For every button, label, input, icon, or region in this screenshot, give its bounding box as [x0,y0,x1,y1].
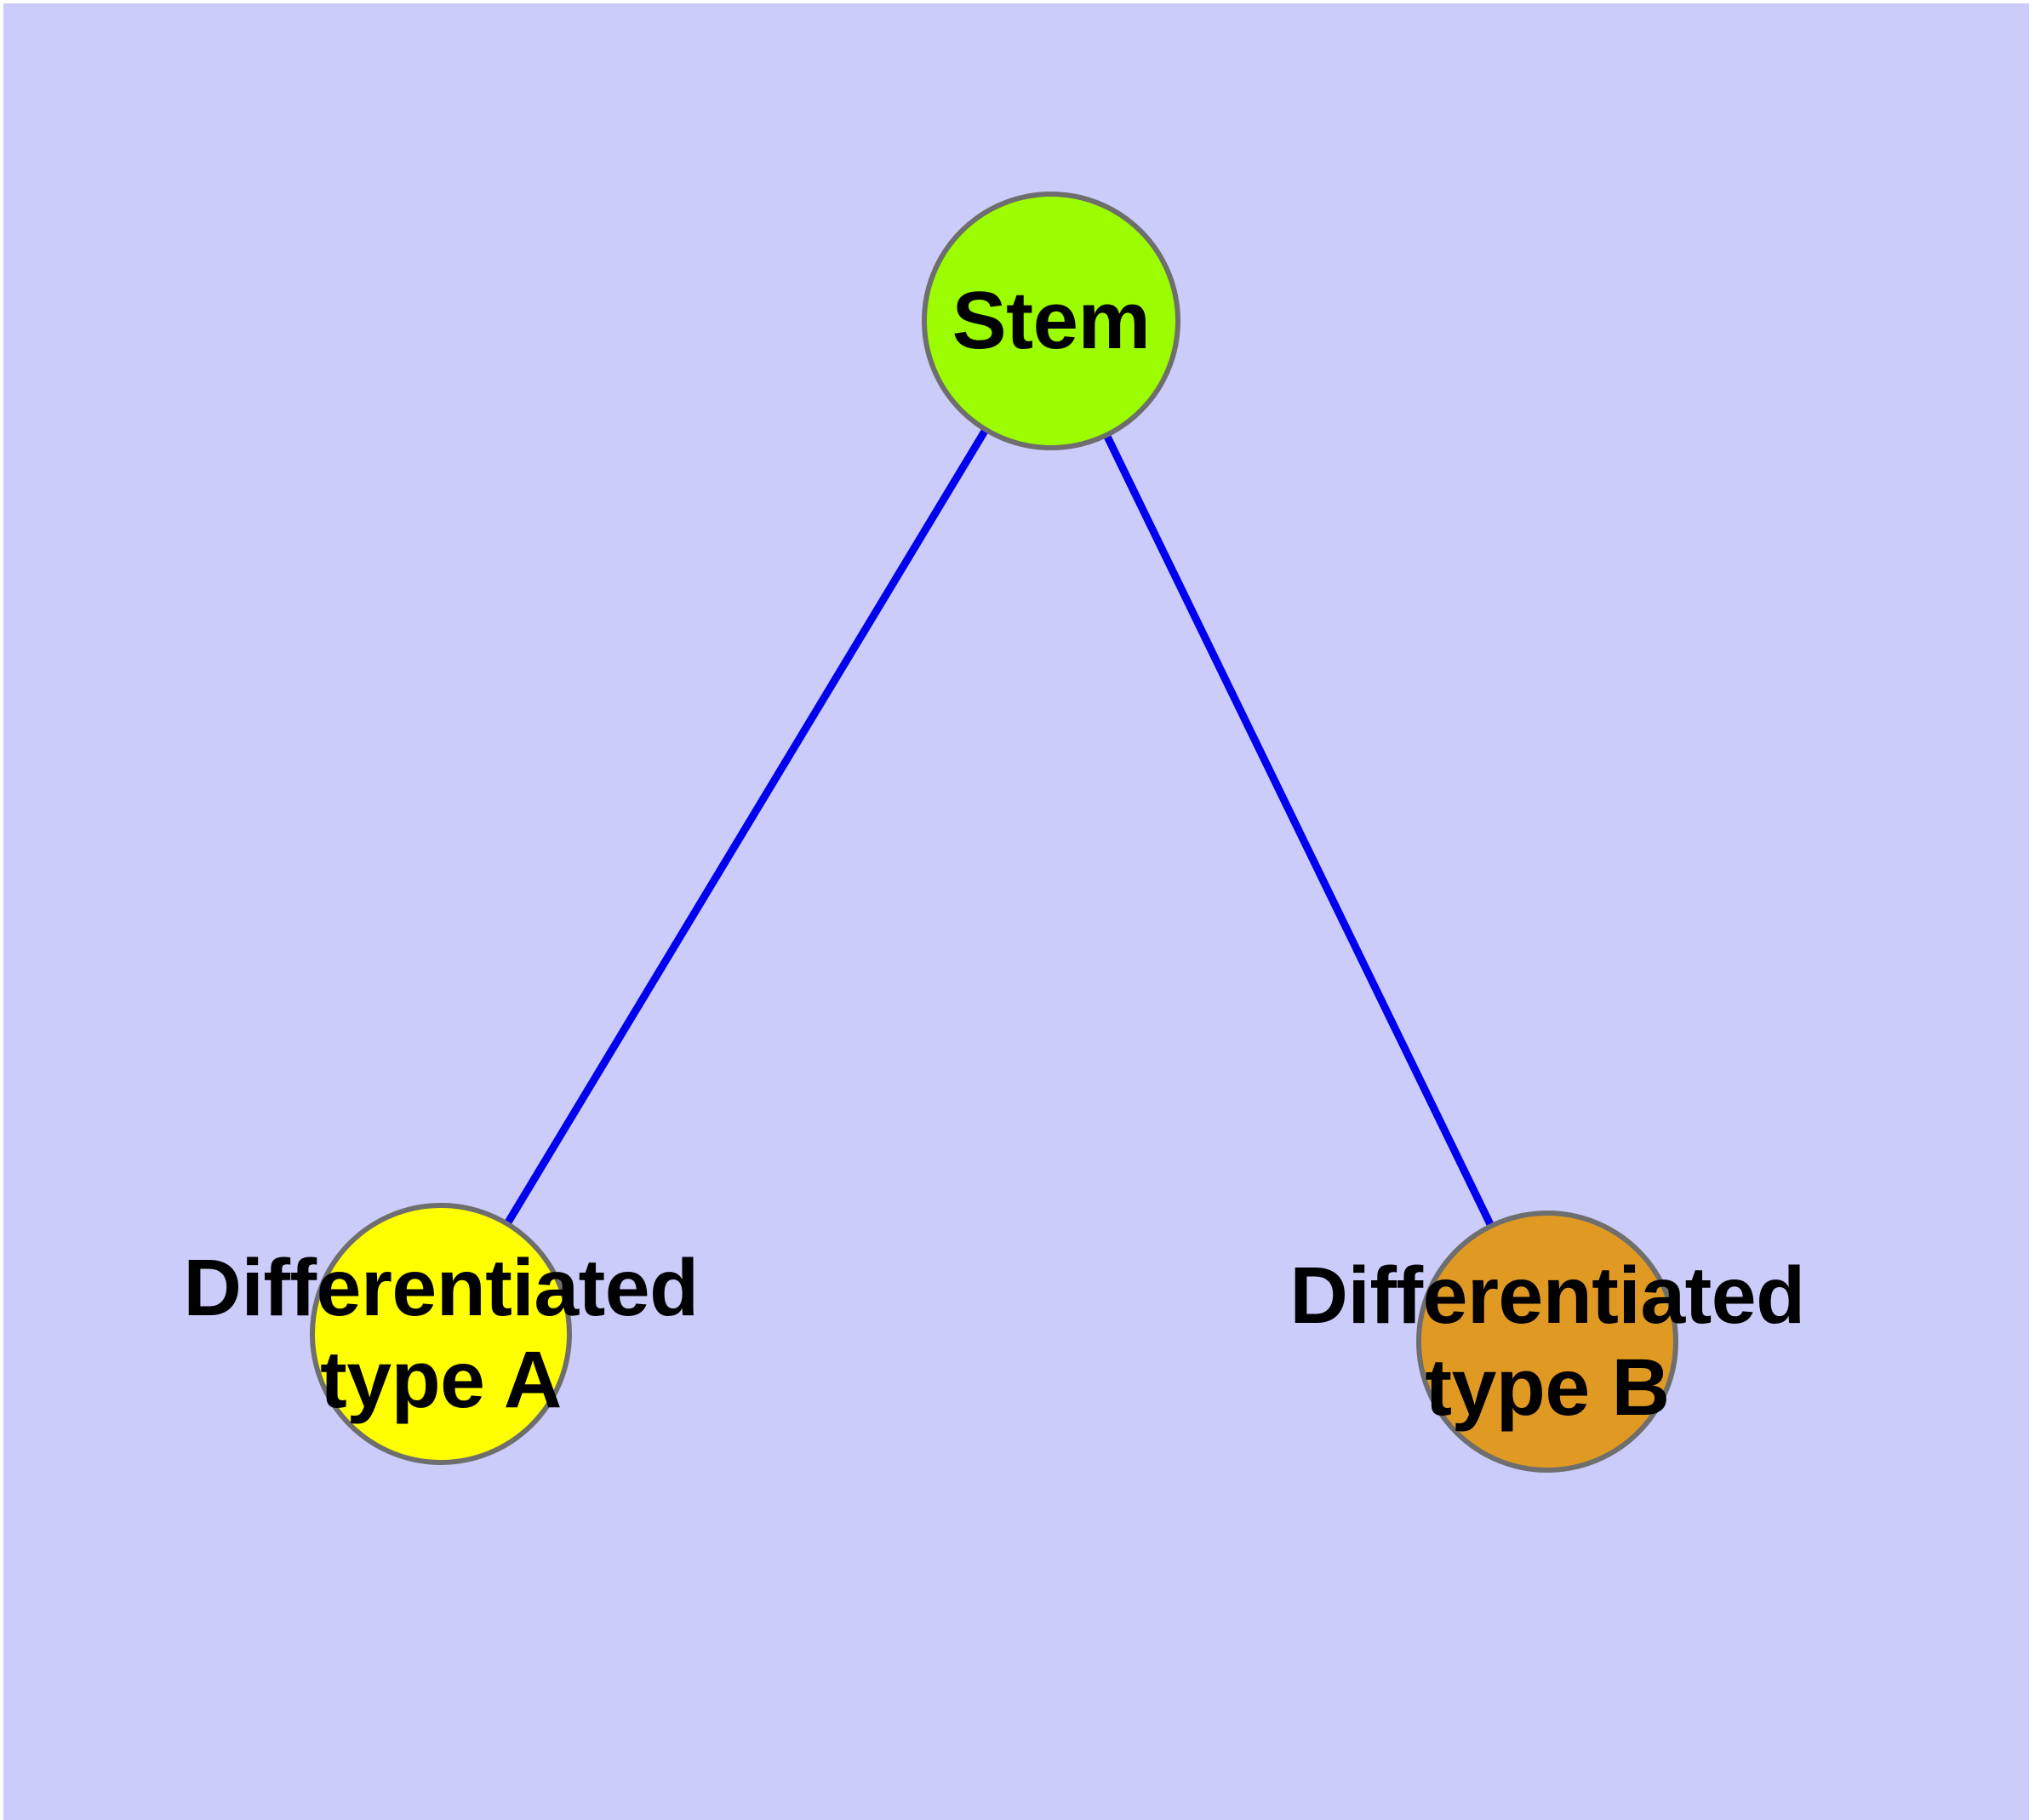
graph-svg [310,192,1678,1473]
edge-stem-to-differentiated-type-b[interactable] [1101,430,1496,1231]
node-layer [310,192,1678,1473]
node-circle-stem[interactable] [922,192,1180,450]
graph-canvas: Stem Differentiated type A Differentiate… [3,3,2029,1820]
edge-layer [502,424,1496,1231]
node-circle-differentiated-type-a[interactable] [310,1203,572,1465]
node-circle-differentiated-type-b[interactable] [1416,1210,1678,1473]
edge-stem-to-differentiated-type-a[interactable] [502,424,992,1229]
